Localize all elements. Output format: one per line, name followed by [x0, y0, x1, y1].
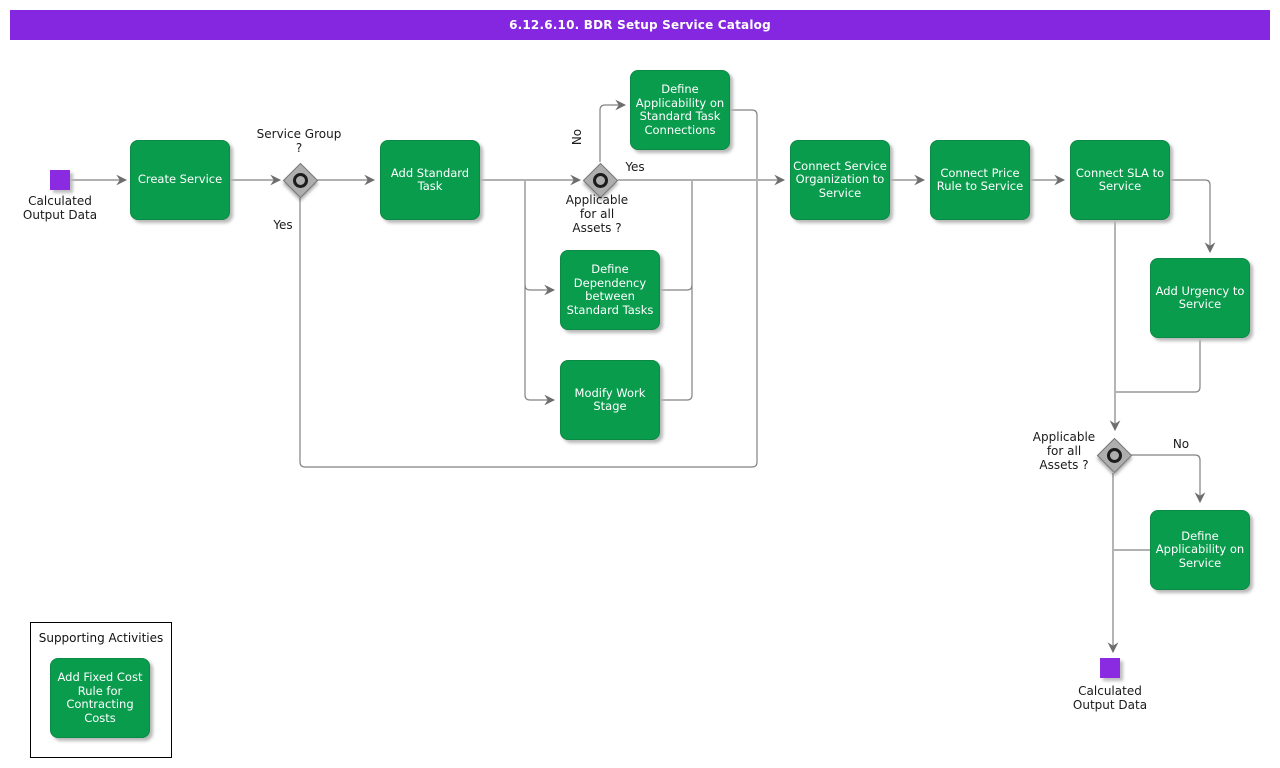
- diagram-title: 6.12.6.10. BDR Setup Service Catalog: [509, 18, 771, 32]
- activity-connect-price-rule: Connect Price Rule to Service: [930, 140, 1030, 220]
- edge-define-dependency-merge: [660, 181, 693, 291]
- edge-service-group-yes-loop: [299, 181, 758, 468]
- end-event-icon: [1100, 658, 1120, 678]
- activity-connect-sla: Connect SLA to Service: [1070, 140, 1170, 220]
- start-event-icon: [50, 170, 70, 190]
- supporting-activities-title: Supporting Activities: [38, 631, 164, 645]
- end-event-label: Calculated Output Data: [1072, 684, 1148, 712]
- decision-applicable-assets-2-label: Applicable for all Assets ?: [1032, 430, 1096, 472]
- merge-circle-icon: [292, 172, 308, 188]
- decision-applicable-assets-2: [1096, 437, 1133, 474]
- edge-label-yes-assets-1: Yes: [625, 160, 645, 174]
- activity-connect-service-organization: Connect Service Organization to Service: [790, 140, 890, 220]
- start-event-label: Calculated Output Data: [22, 194, 98, 222]
- activity-define-applicability-standard-task-connections: Define Applicability on Standard Task Co…: [630, 70, 730, 150]
- edge-define-applicability-stc-merge: [730, 109, 758, 179]
- edge-label-yes-service-group: Yes: [273, 218, 293, 232]
- activity-modify-work-stage: Modify Work Stage: [560, 360, 660, 440]
- activity-add-fixed-cost-rule: Add Fixed Cost Rule for Contracting Cost…: [50, 658, 150, 738]
- edge-modify-work-stage-merge: [660, 285, 693, 401]
- decision-service-group-label: Service Group ?: [256, 127, 342, 155]
- edge-label-no-assets-1: No: [570, 128, 584, 146]
- edge-branch-to-modify-work-stage: [524, 285, 556, 406]
- edge-no-to-define-applicability-service: [1131, 454, 1206, 504]
- merge-circle-icon: [592, 172, 608, 188]
- edge-no-to-define-applicability-stc: [599, 99, 627, 162]
- decision-applicable-assets-1-label: Applicable for all Assets ?: [565, 193, 629, 235]
- diagram-title-bar: 6.12.6.10. BDR Setup Service Catalog: [10, 10, 1270, 40]
- decision-service-group: [282, 162, 319, 199]
- activity-define-dependency-between-standard-tasks: Define Dependency between Standard Tasks: [560, 250, 660, 330]
- activity-add-urgency: Add Urgency to Service: [1150, 258, 1250, 338]
- edge-sla-to-add-urgency: [1170, 179, 1216, 254]
- merge-circle-icon: [1106, 447, 1122, 463]
- activity-add-standard-task: Add Standard Task: [380, 140, 480, 220]
- edge-label-no-assets-2: No: [1172, 437, 1190, 451]
- edge-add-urgency-merge: [1116, 340, 1201, 393]
- activity-define-applicability-service: Define Applicability on Service: [1150, 510, 1250, 590]
- activity-create-service: Create Service: [130, 140, 230, 220]
- decision-applicable-assets-1: [582, 162, 619, 199]
